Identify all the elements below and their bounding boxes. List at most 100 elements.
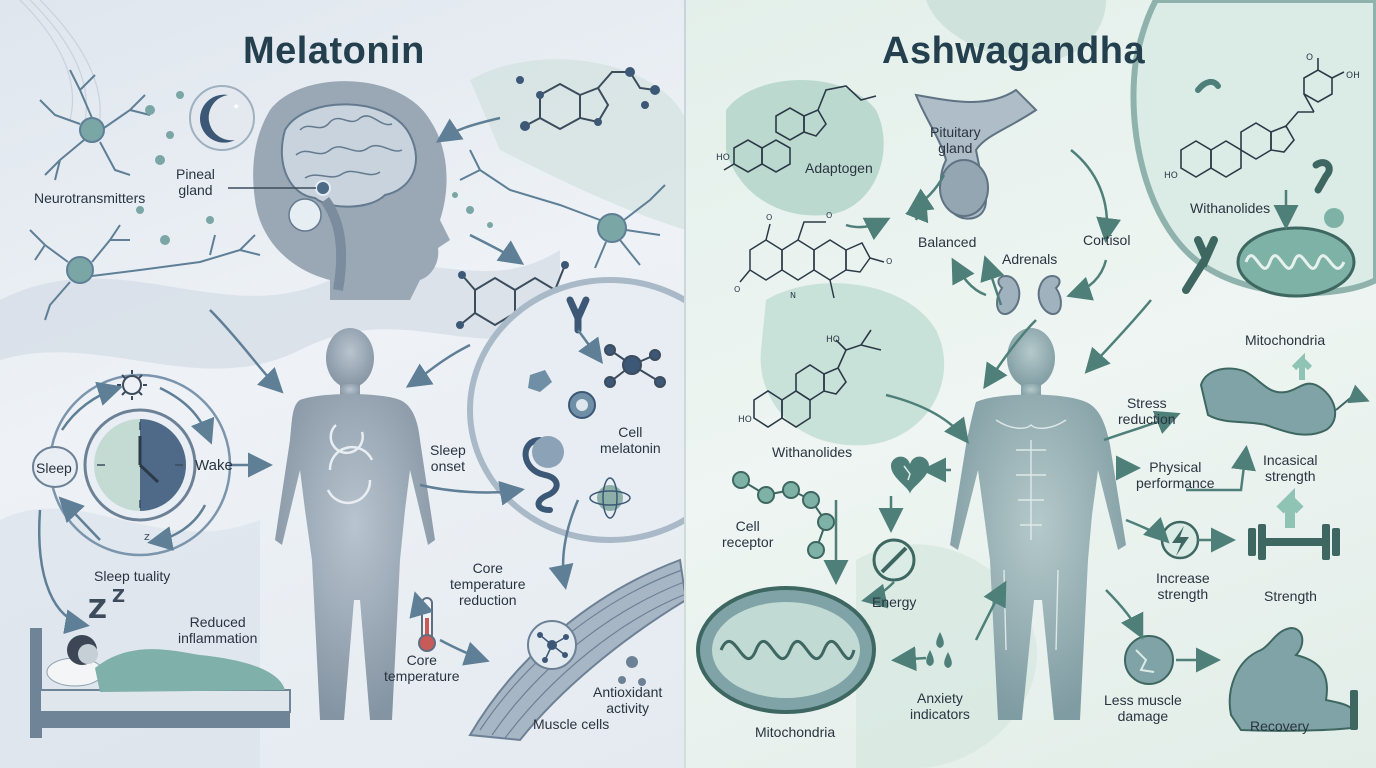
label-adrenals: Adrenals	[1002, 251, 1058, 267]
human-body-silhouette	[275, 328, 435, 720]
heart-icon	[891, 456, 929, 494]
bed-icon	[30, 628, 291, 738]
svg-text:O: O	[766, 213, 772, 222]
label-less-muscle-damage: Less muscle damage	[1104, 692, 1182, 724]
golgi-icon	[522, 437, 560, 513]
melatonin-illustration: ✦	[0, 0, 686, 768]
muscle-fiber-icon	[468, 558, 686, 742]
background-blob	[470, 59, 686, 230]
label-sleep-quality: Sleep tuality	[94, 568, 171, 584]
label-pineal-gland: Pineal gland	[176, 166, 215, 198]
neuron-icon	[39, 69, 151, 181]
svg-text:O: O	[734, 285, 740, 294]
background-blob	[760, 283, 945, 446]
svg-text:HO: HO	[826, 335, 840, 345]
background-blob	[726, 80, 884, 216]
label-balanced: Balanced	[918, 234, 977, 250]
adrenal-gland-icon	[996, 274, 1062, 315]
molecule-atoms	[516, 67, 660, 131]
svg-text:HO: HO	[716, 153, 730, 163]
label-cortisol: Cortisol	[1083, 232, 1131, 248]
cell-receptor-chain	[732, 471, 835, 559]
svg-text:OH: OH	[1346, 71, 1360, 81]
neuron-icon	[29, 224, 261, 321]
svg-text:N: N	[790, 291, 796, 300]
svg-text:Z: Z	[112, 586, 125, 607]
label-increase-strength: Increase strength	[1156, 570, 1210, 602]
label-withanolides: Withanolides	[772, 444, 853, 460]
neuron-icon	[459, 149, 666, 269]
ashwagandha-panel: HO O OH HO O O O N O	[686, 0, 1376, 768]
label-mitochondria-top: Mitochondria	[1245, 332, 1326, 348]
moon-icon: ✦	[189, 85, 255, 151]
receptor-icon	[1312, 159, 1333, 194]
label-stress-reduction: Stress reduction	[1118, 395, 1176, 427]
decorative-arcs	[19, 0, 101, 133]
label-sleep: Sleep	[36, 460, 72, 476]
label-adaptogen: Adaptogen	[805, 160, 873, 176]
pineal-gland-icon	[315, 180, 331, 196]
human-body-silhouette	[950, 328, 1126, 720]
flow-arrows	[38, 116, 603, 666]
thermometer-icon	[418, 597, 436, 652]
label-sleep-onset: Sleep onset	[430, 442, 466, 474]
sleep-node	[32, 446, 78, 488]
zz-icon: Z	[88, 595, 107, 625]
background-blob	[926, 0, 1106, 62]
svg-text:O: O	[886, 257, 892, 266]
label-withanolides-top: Withanolides	[1190, 200, 1271, 216]
organelle-icon	[528, 370, 552, 392]
ashwagandha-title: Ashwagandha	[882, 30, 1146, 72]
label-core-temperature: Core temperature	[384, 652, 460, 684]
molecule-icon	[1180, 58, 1345, 178]
energy-gauge-icon	[872, 538, 916, 582]
drops-icon	[926, 632, 952, 668]
svg-text:HO: HO	[738, 415, 752, 425]
molecule-icon	[739, 221, 885, 299]
label-muscle-cells: Muscle cells	[533, 716, 610, 732]
label-cell-receptor: Cell receptor	[722, 518, 774, 550]
label-antioxidant-activity: Antioxidant activity	[593, 684, 663, 716]
cycle-icon	[326, 424, 374, 505]
label-neurotransmitters: Neurotransmitters	[34, 190, 146, 206]
label-core-temperature-reduction: Core temperature reduction	[450, 560, 526, 608]
svg-text:O: O	[1306, 53, 1313, 63]
muscle-damage-icon	[1124, 635, 1174, 685]
label-mitochondria-bottom: Mitochondria	[755, 724, 836, 740]
molecule-icon	[604, 344, 666, 388]
label-reduced-inflammation: Reduced inflammation	[178, 614, 258, 646]
ashwagandha-illustration: HO O OH HO O O O N O	[696, 0, 1376, 768]
svg-text:✦: ✦	[232, 102, 240, 113]
label-anxiety-indicators: Anxiety indicators	[910, 690, 970, 722]
label-cell-melatonin: Cell melatonin	[600, 424, 661, 456]
mitochondria-icon	[696, 586, 876, 714]
moon-zz-icon: z	[127, 530, 150, 557]
melatonin-panel: ✦	[0, 0, 686, 768]
label-recovery: Recovery	[1250, 718, 1310, 734]
molecule-icon	[723, 85, 877, 173]
flexed-arm-icon	[1199, 367, 1336, 436]
pituitary-gland-icon	[914, 88, 1038, 220]
label-incasical-strength: Incasical strength	[1263, 452, 1318, 484]
receptor-icon	[1182, 236, 1218, 294]
label-energy: Energy	[872, 594, 917, 610]
recovery-arm-icon	[1228, 626, 1358, 732]
nucleus-icon	[589, 477, 631, 519]
sleeping-person	[95, 649, 285, 692]
svg-text:HO: HO	[1164, 171, 1178, 181]
label-wake: Wake	[195, 457, 233, 474]
dumbbell-icon	[1248, 524, 1340, 560]
flow-arrows	[823, 149, 1299, 673]
svg-text:z: z	[144, 530, 150, 543]
label-physical-performance: Physical performance	[1136, 459, 1215, 491]
receptor-icon	[566, 296, 590, 334]
neurotransmitter-dots	[136, 91, 214, 245]
head-silhouette	[253, 81, 450, 300]
svg-text:O: O	[826, 211, 832, 220]
muscle-definition	[995, 419, 1067, 651]
label-strength: Strength	[1264, 588, 1317, 604]
melatonin-title: Melatonin	[243, 30, 425, 72]
mitochondria-icon	[1236, 226, 1356, 298]
molecule-icon	[753, 329, 882, 428]
